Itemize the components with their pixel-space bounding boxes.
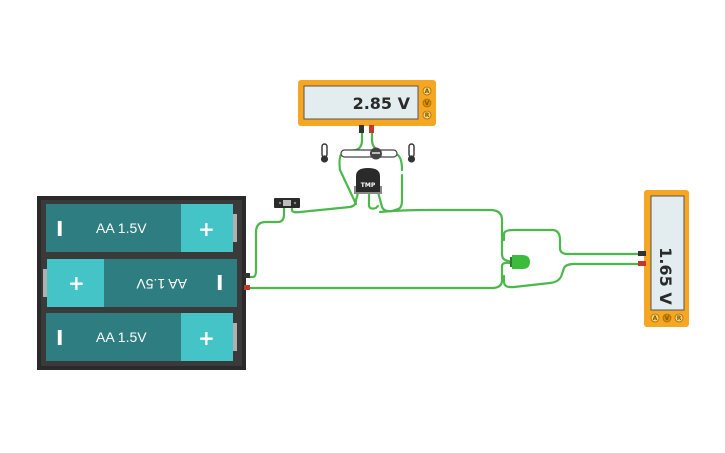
sensor-label: TMP xyxy=(361,182,376,189)
multimeter-right[interactable]: 1.65 V A V R xyxy=(638,190,689,327)
temperature-control[interactable] xyxy=(320,143,416,163)
svg-text:R: R xyxy=(425,112,430,119)
meter-right-volt-button[interactable] xyxy=(662,313,672,323)
meter-top-display xyxy=(303,85,419,120)
thermometer-cold-icon xyxy=(320,143,329,163)
cell-1-minus: I xyxy=(56,217,63,241)
led-bulb xyxy=(512,255,530,269)
cell-2-plus: + xyxy=(68,271,85,295)
cell-3-label: AA 1.5V xyxy=(96,329,147,345)
meter-right-amp-button[interactable] xyxy=(650,313,660,323)
meter-top-ohm-button[interactable] xyxy=(422,110,432,120)
temperature-sensor[interactable]: TMP xyxy=(354,168,382,194)
battery-terminal-positive[interactable] xyxy=(244,273,250,278)
cell-3-plus: + xyxy=(198,326,215,350)
cell-1-plus: + xyxy=(198,217,215,241)
meter-right-probe-red[interactable] xyxy=(638,261,646,266)
meter-right-probe-black[interactable] xyxy=(638,251,646,256)
wire-switch-to-sensor[interactable] xyxy=(290,191,360,214)
cell-1-label: AA 1.5V xyxy=(96,220,147,236)
meter-right-display xyxy=(650,195,685,311)
wire-battery-pos-to-switch[interactable] xyxy=(247,203,286,279)
svg-text:R: R xyxy=(677,315,682,322)
thermometer-hot-icon xyxy=(407,143,416,163)
led[interactable] xyxy=(510,255,530,269)
svg-text:A: A xyxy=(653,315,658,322)
slide-switch[interactable] xyxy=(274,198,300,208)
wire-sensor-to-led[interactable] xyxy=(378,208,514,264)
svg-text:V: V xyxy=(425,100,430,107)
cell-3-minus: I xyxy=(56,326,63,350)
battery-cell-3[interactable]: I AA 1.5V + xyxy=(46,313,237,361)
meter-right-reading: 1.65 V xyxy=(656,247,675,305)
meter-top-mode-buttons: A V R xyxy=(422,86,432,120)
wire-battery-neg-to-led[interactable] xyxy=(247,261,512,290)
wire-sensor-vout[interactable] xyxy=(367,191,380,210)
wire-led-loop-top[interactable] xyxy=(502,228,642,256)
meter-top-probe-red[interactable] xyxy=(369,125,374,133)
svg-text:A: A xyxy=(425,88,430,95)
battery-terminal-negative[interactable] xyxy=(244,285,250,290)
cell-2-minus: I xyxy=(216,271,223,295)
cell-2-label: AA 1.5V xyxy=(136,276,187,292)
meter-top-reading: 2.85 V xyxy=(353,94,411,113)
meter-top-probe-black[interactable] xyxy=(359,125,364,133)
battery-cell-2[interactable]: + AA 1.5V I xyxy=(43,259,237,307)
wire-led-loop-bottom[interactable] xyxy=(502,262,642,289)
wires xyxy=(247,128,642,290)
battery-cell-1[interactable]: I AA 1.5V + xyxy=(46,204,237,252)
meter-right-ohm-button[interactable] xyxy=(674,313,684,323)
temperature-slider-track[interactable] xyxy=(340,149,398,158)
battery-pack[interactable]: I AA 1.5V + + AA 1.5V I I AA 1.5V + xyxy=(37,196,250,370)
meter-right-mode-buttons: A V R xyxy=(650,313,684,323)
svg-text:V: V xyxy=(665,315,670,322)
multimeter-top[interactable]: 2.85 V A V R xyxy=(298,80,436,133)
meter-top-volt-button[interactable] xyxy=(422,98,432,108)
meter-top-amp-button[interactable] xyxy=(422,86,432,96)
switch-knob[interactable] xyxy=(283,200,291,206)
